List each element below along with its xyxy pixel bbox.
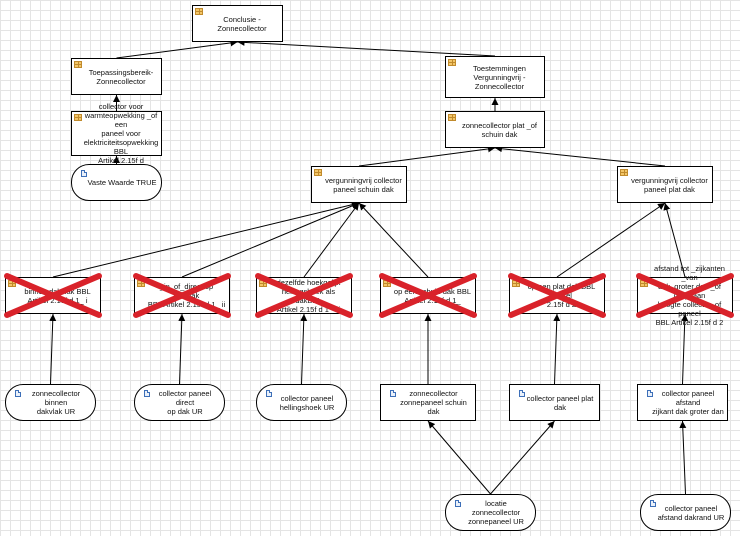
input-node-i4[interactable]: zonnecollector zonnepaneel schuin dak — [380, 384, 476, 421]
input-node-vaste-waarde[interactable]: Vaste Waarde TRUE — [71, 164, 162, 201]
decision-table-icon — [512, 280, 520, 287]
decision-node-vv-plat[interactable]: vergunningvrij collector paneel plat dak — [617, 166, 713, 203]
decision-node-d2[interactable]: _in_of_direct op dakvlak BBL Artikel 2.1… — [134, 277, 230, 314]
decision-table-icon — [259, 280, 267, 287]
decision-node-conclusie[interactable]: Conclusie - Zonnecollector — [192, 5, 283, 42]
decision-table-icon — [448, 114, 456, 121]
node-label: Conclusie - Zonnecollector — [217, 14, 267, 33]
edge-i3-to-d3 — [300, 313, 308, 385]
edge-vv_schuin-to-zc_plat_schuin — [358, 145, 496, 167]
edge-d5-to-vv_plat — [556, 202, 666, 278]
node-label: Vaste Waarde TRUE — [87, 178, 157, 187]
decision-table-icon — [448, 59, 456, 66]
decision-node-toestemmingen[interactable]: Toestemmingen Vergunningvrij - Zonnecoll… — [445, 56, 545, 98]
node-label: _in_of_direct op dakvlak BBL Artikel 2.1… — [147, 282, 226, 309]
node-label: zonnecollector binnen dakvlak UR — [31, 389, 81, 416]
node-label: Toestemmingen Vergunningvrij - Zonnecoll… — [473, 63, 526, 91]
node-label: zonnecollector zonnepaneel schuin dak — [400, 389, 467, 416]
node-label: collector paneel hellingshoek UR — [279, 393, 335, 412]
input-node-i3[interactable]: collector paneel hellingshoek UR — [256, 384, 347, 421]
node-label: collector paneel afstand dakrand UR — [657, 503, 725, 522]
node-label: dezelfde hoekgelijk hellingshoek als dak… — [276, 277, 341, 314]
decision-table-icon — [74, 61, 82, 68]
document-icon — [647, 390, 653, 397]
decision-node-d5[interactable]: op een plat dak BBL Artikel 2.15f d 2 — [509, 277, 605, 314]
decision-table-icon — [640, 280, 648, 287]
edge-vv_plat-to-zc_plat_schuin — [494, 145, 666, 167]
edge-d2-to-vv_schuin — [181, 202, 360, 278]
document-icon — [144, 390, 150, 397]
node-label: vergunningvrij collector paneel plat dak — [631, 175, 708, 194]
decision-node-vv-schuin[interactable]: vergunningvrij collector paneel schuin d… — [311, 166, 407, 203]
input-node-i5[interactable]: collector paneel plat dak — [509, 384, 600, 421]
decision-table-icon — [137, 280, 145, 287]
node-label: collector voor warmteopwekking _of een p… — [83, 102, 159, 165]
decision-table-icon — [383, 280, 391, 287]
input-node-afstand-ur[interactable]: collector paneel afstand dakrand UR — [640, 494, 731, 531]
edge-d4-to-vv_schuin — [358, 202, 429, 278]
input-node-locatie[interactable]: locatie zonnecollector zonnepaneel UR — [445, 494, 536, 531]
node-label: Toepassingsbereik- Zonnecollector — [88, 67, 154, 86]
decision-node-d1[interactable]: binnen dakvlak BBL Artikel 2.15f d 1_ i — [5, 277, 101, 314]
document-icon — [650, 500, 656, 507]
decision-node-toepassing[interactable]: Toepassingsbereik- Zonnecollector — [71, 58, 162, 95]
node-label: collector paneel afstand zijkant dak gro… — [652, 389, 724, 416]
node-label: locatie zonnecollector zonnepaneel UR — [468, 499, 524, 526]
node-label: afstand tot _zijkanten _van dak_groter d… — [654, 264, 725, 327]
decision-node-zc-plat-schuin[interactable]: zonnecollector plat _of schuin dak — [445, 111, 545, 148]
input-node-i2[interactable]: collector paneel direct op dak UR — [134, 384, 225, 421]
edge-i5-to-d5 — [553, 313, 561, 385]
node-label: vergunningvrij collector paneel schuin d… — [325, 175, 402, 194]
decision-table-icon — [314, 169, 322, 176]
decision-table-icon — [8, 280, 16, 287]
edge-toepassing-to-conclusie — [116, 39, 238, 59]
decision-table-icon — [74, 114, 82, 121]
document-icon — [81, 170, 87, 177]
node-label: op een plat dak BBL Artikel 2.15f d 2 — [527, 282, 596, 309]
edge-afstand_ur-to-i6 — [679, 420, 687, 495]
document-icon — [15, 390, 21, 397]
decision-table-icon — [195, 8, 203, 15]
document-icon — [390, 390, 396, 397]
edge-d6-to-vv_plat — [663, 202, 686, 278]
edge-i1-to-d1 — [49, 313, 57, 385]
node-label: zonnecollector plat _of schuin dak — [461, 120, 538, 139]
edge-locatie-to-i5 — [490, 420, 555, 495]
decision-node-d6[interactable]: afstand tot _zijkanten _van dak_groter d… — [637, 264, 733, 327]
edge-i6-to-d6 — [681, 313, 689, 385]
decision-node-collector-voor[interactable]: collector voor warmteopwekking _of een p… — [71, 102, 162, 165]
edge-d1-to-vv_schuin — [52, 201, 360, 278]
node-label: binnen dakvlak BBL Artikel 2.15f d 1_ i — [24, 286, 91, 305]
document-icon — [519, 390, 525, 397]
decision-node-d3[interactable]: dezelfde hoekgelijk hellingshoek als dak… — [256, 277, 352, 314]
edge-toestemmingen-to-conclusie — [237, 38, 496, 57]
decision-table-icon — [620, 169, 628, 176]
edge-d3-to-vv_schuin — [303, 202, 360, 278]
document-icon — [455, 500, 461, 507]
node-label: collector paneel direct op dak UR — [158, 389, 212, 416]
document-icon — [266, 390, 272, 397]
input-node-i6[interactable]: collector paneel afstand zijkant dak gro… — [637, 384, 728, 421]
edge-locatie-to-i4 — [427, 420, 491, 495]
input-node-i1[interactable]: zonnecollector binnen dakvlak UR — [5, 384, 96, 421]
node-label: collector paneel plat dak — [526, 393, 594, 412]
node-label: op een schuin dak BBL Artikel 2.15f d 1_ — [393, 286, 472, 305]
edge-i2-to-d2 — [178, 313, 186, 385]
decision-node-d4[interactable]: op een schuin dak BBL Artikel 2.15f d 1_ — [380, 277, 476, 314]
